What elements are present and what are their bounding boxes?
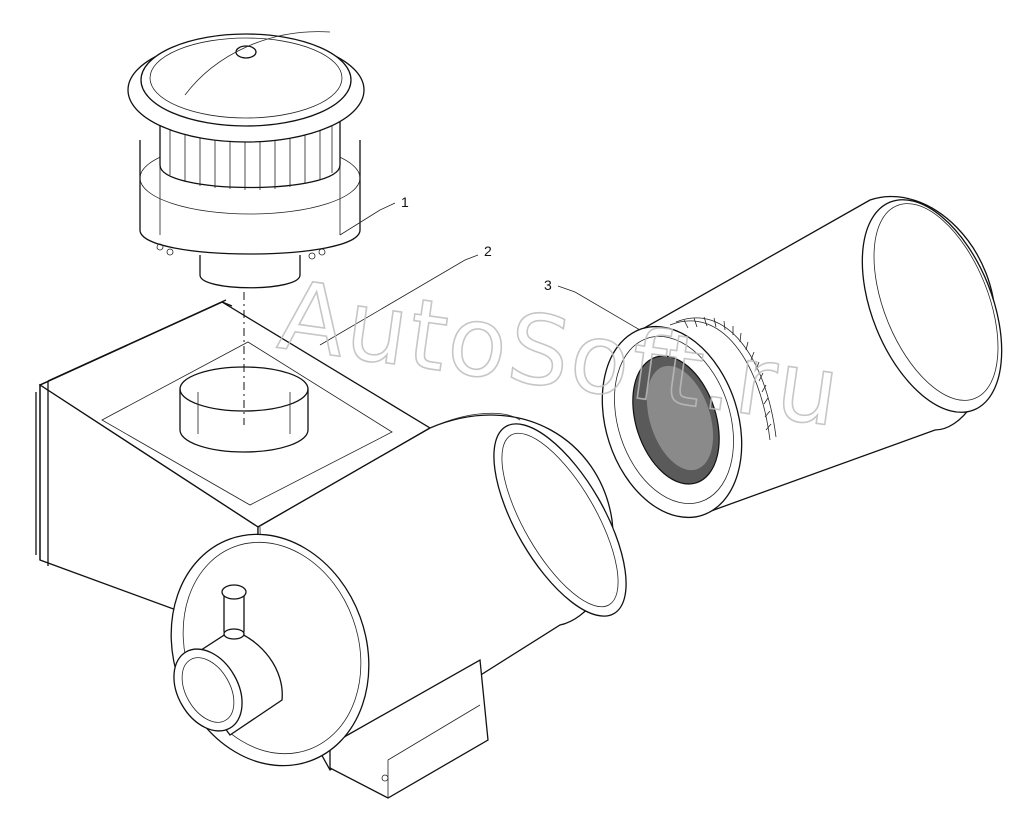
callout-1: 1 xyxy=(401,194,409,210)
callout-3: 3 xyxy=(544,277,552,293)
leader-lines xyxy=(319,202,641,346)
filter-element-icon xyxy=(601,195,1003,519)
precleaner-cap-icon xyxy=(127,31,365,289)
filter-housing-icon xyxy=(35,299,627,799)
callout-2: 2 xyxy=(484,243,492,259)
